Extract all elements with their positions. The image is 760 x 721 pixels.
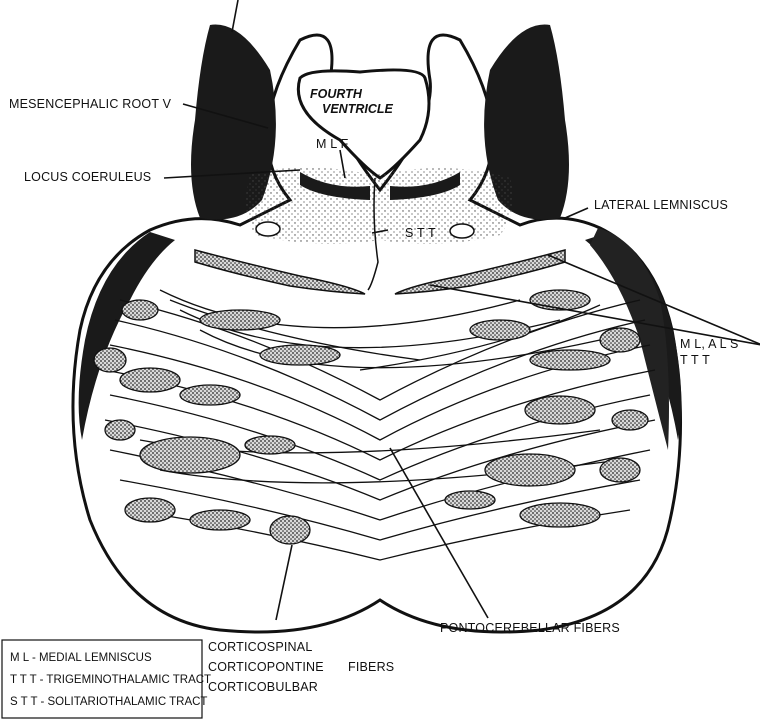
label-corticobulbar: CORTICOBULBAR bbox=[208, 680, 318, 694]
label-ttt: T T T bbox=[680, 353, 710, 367]
label-mesencephalic-root: MESENCEPHALIC ROOT V bbox=[9, 97, 172, 111]
label-fibers: FIBERS bbox=[348, 660, 394, 674]
legend-item-stt: S T T - SOLITARIOTHALAMIC TRACT bbox=[10, 696, 207, 708]
legend-box: M L - MEDIAL LEMNISCUS T T T - TRIGEMINO… bbox=[2, 640, 211, 718]
label-fourth-ventricle-1: FOURTH bbox=[310, 87, 363, 101]
label-stt: S T T bbox=[405, 226, 436, 240]
label-lateral-lemniscus: LATERAL LEMNISCUS bbox=[594, 198, 728, 212]
label-fourth-ventricle-2: VENTRICLE bbox=[322, 102, 394, 116]
legend-item-ml: M L - MEDIAL LEMNISCUS bbox=[10, 652, 152, 664]
label-ml-als: M L, A L S bbox=[680, 337, 739, 351]
label-pontocerebellar: PONTOCEREBELLAR FIBERS bbox=[440, 621, 620, 635]
label-corticopontine: CORTICOPONTINE bbox=[208, 660, 324, 674]
label-mlf: M L F bbox=[316, 137, 349, 151]
label-locus-coeruleus: LOCUS COERULEUS bbox=[24, 170, 151, 184]
legend-item-ttt: T T T - TRIGEMINOTHALAMIC TRACT bbox=[10, 674, 211, 686]
label-corticospinal: CORTICOSPINAL bbox=[208, 640, 312, 654]
